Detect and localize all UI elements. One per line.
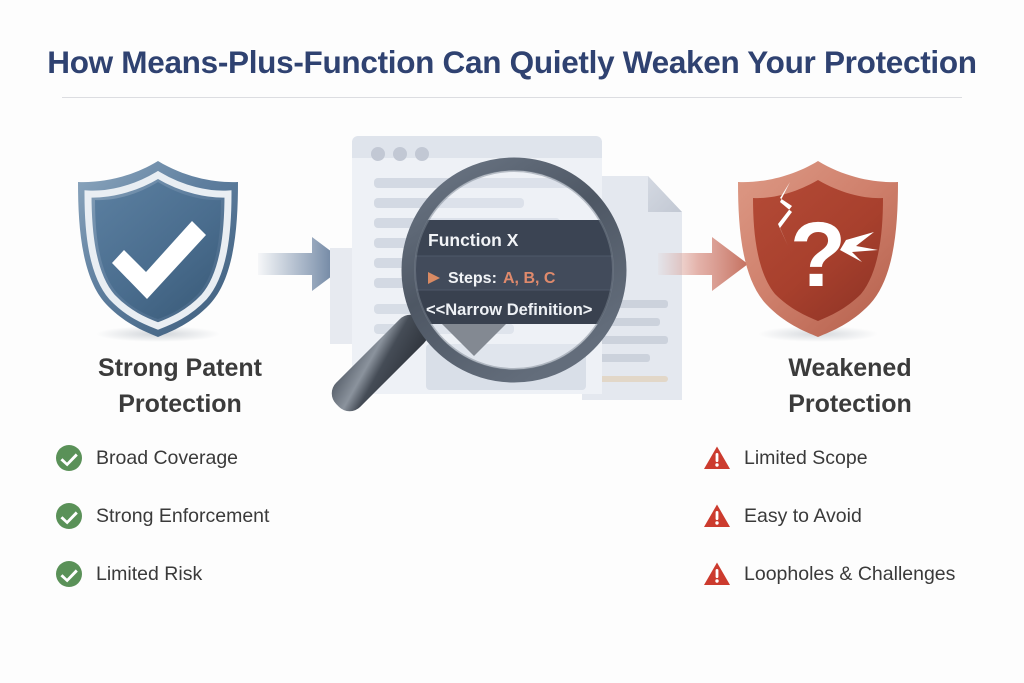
- list-item: Loopholes & Challenges: [703, 559, 1024, 589]
- warning-triangle-icon: [703, 502, 731, 530]
- list-item: Limited Scope: [703, 443, 1024, 473]
- code-panel-narrow-definition: <<Narrow Definition>: [426, 301, 592, 319]
- code-panel-title: Function X: [428, 230, 519, 250]
- code-panel-row-steps: [408, 256, 620, 290]
- warning-triangle-icon: [703, 444, 731, 472]
- question-mark-icon: ?: [790, 204, 846, 306]
- magnifier-ring: [401, 157, 627, 383]
- list-item-label: Limited Scope: [744, 446, 868, 469]
- step-bullet-icon: [428, 272, 440, 284]
- arrow-right-icon: [258, 237, 348, 291]
- weakened-protection-bullet-list: Limited Scope Easy to Avoid Loophole: [703, 443, 1024, 617]
- shield-inner-body: [95, 182, 221, 319]
- window-dot-2: [393, 147, 407, 161]
- strong-protection-shield: [68, 158, 248, 348]
- checkmark-icon: [112, 221, 206, 299]
- code-panel-step-label: Steps:: [448, 270, 497, 287]
- weakened-protection-shield: ?: [728, 158, 908, 348]
- shield-ring: [84, 170, 232, 330]
- window-dot-1: [371, 147, 385, 161]
- center-scene: Function X Steps: A, B, C <<Narrow Defin…: [330, 128, 690, 433]
- code-panel-row-title: [408, 220, 620, 256]
- page-title: How Means-Plus-Function Can Quietly Weak…: [47, 44, 977, 80]
- check-circle-icon: [55, 560, 83, 588]
- code-panel-step-values: A, B, C: [503, 270, 556, 287]
- arrow-left-to-center: [258, 231, 350, 302]
- list-item-label: Easy to Avoid: [744, 504, 862, 527]
- right-caption-line-2: Protection: [788, 390, 912, 418]
- warning-triangle-icon: [703, 560, 731, 588]
- list-item: Limited Risk: [55, 559, 385, 589]
- list-item-label: Loopholes & Challenges: [744, 562, 956, 585]
- left-caption-line-1: Strong Patent: [98, 354, 262, 382]
- left-column-caption: Strong Patent Protection: [20, 350, 340, 422]
- check-circle-icon: [55, 502, 83, 530]
- list-item-label: Strong Enforcement: [96, 504, 270, 527]
- title-divider: [62, 97, 962, 98]
- shield-crack-upper-left: [778, 182, 792, 246]
- left-caption-line-2: Protection: [118, 390, 242, 418]
- right-column-caption: Weakened Protection: [690, 350, 1010, 422]
- list-item-label: Broad Coverage: [96, 446, 239, 469]
- list-item-label: Limited Risk: [96, 562, 203, 585]
- list-item: Broad Coverage: [55, 443, 385, 473]
- list-item: Easy to Avoid: [703, 501, 1024, 531]
- check-circle-icon: [55, 444, 83, 472]
- arrow-center-to-right: [658, 231, 750, 302]
- strong-protection-bullet-list: Broad Coverage Strong Enforcement Limite…: [55, 443, 385, 617]
- right-caption-line-1: Weakened: [788, 354, 912, 382]
- list-item: Strong Enforcement: [55, 501, 385, 531]
- arrow-right-icon: [658, 237, 748, 291]
- code-panel-row-narrow: [408, 290, 620, 324]
- shield-crack-right: [840, 232, 878, 262]
- magnifier-ring-inner-highlight: [414, 170, 614, 370]
- window-dot-3: [415, 147, 429, 161]
